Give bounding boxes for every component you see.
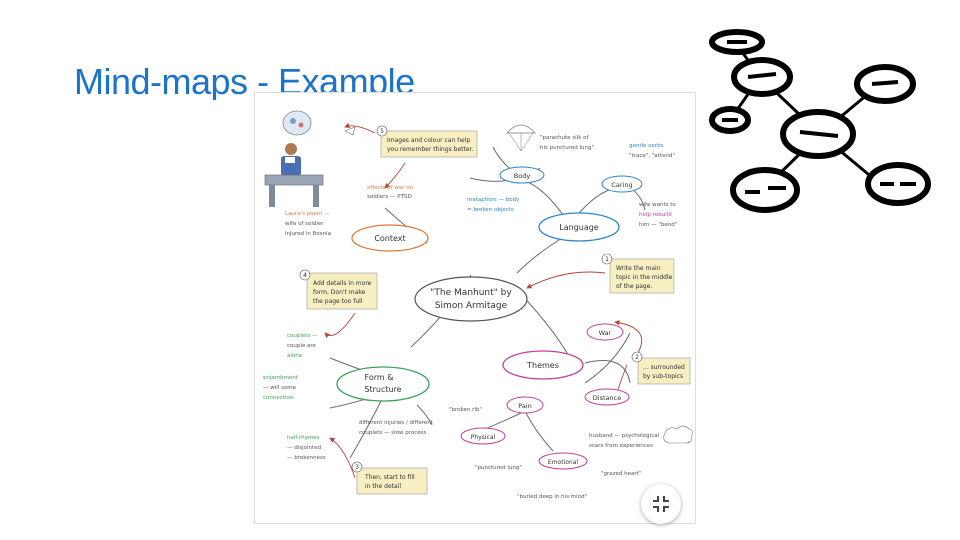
sub-war-label: War bbox=[599, 329, 612, 337]
sub-emotional-label: Emotional bbox=[548, 459, 578, 466]
tip-4-line3: the page too full bbox=[313, 298, 363, 305]
tip-1-line1: Write the main bbox=[616, 265, 661, 272]
tip-4-line2: form. Don't make bbox=[313, 289, 366, 296]
tip-1-line2: topic in the middle bbox=[616, 274, 673, 281]
exit-fullscreen-icon bbox=[651, 494, 671, 514]
note-punctured: "punctured lung" bbox=[475, 465, 522, 471]
sub-physical-label: Physical bbox=[471, 434, 496, 441]
note-husband-line2: scars from experiences bbox=[589, 443, 653, 449]
note-metaphors-line2: = broken objects bbox=[467, 207, 514, 213]
tip-number-4: 4 bbox=[303, 272, 307, 279]
sub-distance-label: Distance bbox=[593, 394, 621, 402]
sub-caring-label: Caring bbox=[611, 181, 632, 189]
tip-number-5: 5 bbox=[380, 128, 384, 135]
note-gentle-line1: gentle verbs bbox=[629, 143, 664, 149]
note-buried: "buried deep in his mind" bbox=[517, 494, 587, 500]
tip-1-line3: of the page. bbox=[616, 283, 652, 290]
tip-2-line2: by sub-topics bbox=[643, 373, 683, 380]
note-couplets-line3: alone bbox=[287, 353, 303, 359]
note-husband-line1: husband — psychological bbox=[589, 433, 659, 439]
center-topic-line2: Simon Armitage bbox=[435, 301, 508, 311]
note-wife-line1: wife wants to bbox=[639, 202, 676, 208]
sub-pain-label: Pain bbox=[518, 402, 532, 410]
note-different-line1: different injuries / different bbox=[359, 420, 434, 426]
tip-number-2: 2 bbox=[635, 354, 639, 361]
note-laura-line1: Laura's poem — bbox=[285, 211, 330, 217]
note-different-line2: couplets — slow process bbox=[359, 430, 427, 436]
tip-5-line2: you remember things better. bbox=[387, 146, 473, 153]
note-metaphors-line1: metaphors — body bbox=[467, 197, 520, 203]
tip-5-line1: Images and colour can help bbox=[387, 137, 470, 144]
parachute-doodle bbox=[507, 125, 535, 151]
cloud-doodle bbox=[664, 426, 693, 443]
tip-2-line1: ... surrounded bbox=[643, 364, 685, 371]
note-parachute-line2: his punctured lung" bbox=[540, 145, 594, 151]
branch-form-label-line2: Structure bbox=[364, 385, 401, 394]
student-illustration bbox=[265, 111, 355, 207]
sub-body-label: Body bbox=[514, 172, 531, 180]
note-wife-line2: help rebuild bbox=[639, 212, 672, 218]
note-grazedheart: "grazed heart" bbox=[601, 471, 641, 477]
center-topic-line1: "The Manhunt" by bbox=[430, 288, 512, 298]
note-halfrhymes-line3: — brokenness bbox=[287, 455, 326, 461]
note-gentle-line2: "trace", "attend" bbox=[629, 153, 675, 159]
note-couplets-line1: couplets — bbox=[287, 333, 318, 339]
tip-box-5: 5 Images and colour can help you remembe… bbox=[377, 126, 477, 157]
note-couplets-line2: couple are bbox=[287, 343, 317, 349]
note-halfrhymes-line2: — disjointed bbox=[287, 445, 321, 451]
tip-3-line1: Then, start to fill bbox=[364, 474, 415, 481]
note-enjambment-line2: — will some bbox=[263, 385, 297, 391]
tip-4-line1: Add details in more bbox=[313, 280, 372, 287]
note-laura-line2: wife of soldier bbox=[285, 221, 324, 227]
tip-number-3: 3 bbox=[355, 464, 359, 471]
note-wife-line3: him — "bend" bbox=[639, 222, 677, 228]
branch-themes-label: Themes bbox=[526, 361, 559, 370]
note-laura-line3: injured in Bosnia bbox=[285, 231, 331, 237]
note-enjambment-line3: connection bbox=[263, 395, 294, 401]
note-enjambment-line1: enjambment bbox=[263, 375, 299, 381]
branch-form-label-line1: Form & bbox=[365, 373, 394, 382]
tip-number-1: 1 bbox=[605, 256, 609, 263]
note-halfrhymes-line1: half-rhymes bbox=[287, 435, 320, 441]
tip-box-1: 1 Write the main topic in the middle of … bbox=[602, 254, 674, 293]
branch-context-label: Context bbox=[374, 234, 405, 243]
tip-3-line2: in the detail bbox=[365, 483, 401, 490]
tip-box-4: 4 Add details in more form. Don't make t… bbox=[300, 270, 377, 309]
network-diagram-icon bbox=[700, 22, 940, 222]
mindmap-figure: "The Manhunt" by Simon Armitage Context … bbox=[254, 92, 696, 524]
exit-fullscreen-button[interactable] bbox=[641, 484, 681, 524]
note-effects-line2: soldiers — PTSD bbox=[367, 194, 412, 200]
note-effects-line1: effects of war on bbox=[367, 185, 414, 191]
tip-box-3: 3 Then, start to fill in the detail bbox=[352, 462, 427, 494]
note-parachute-line1: "parachute silk of bbox=[540, 135, 590, 141]
tip-box-2: 2 ... surrounded by sub-topics bbox=[632, 352, 690, 384]
note-brokenrib: "broken rib" bbox=[449, 407, 482, 413]
branch-language-label: Language bbox=[559, 223, 599, 232]
center-node bbox=[415, 277, 527, 321]
